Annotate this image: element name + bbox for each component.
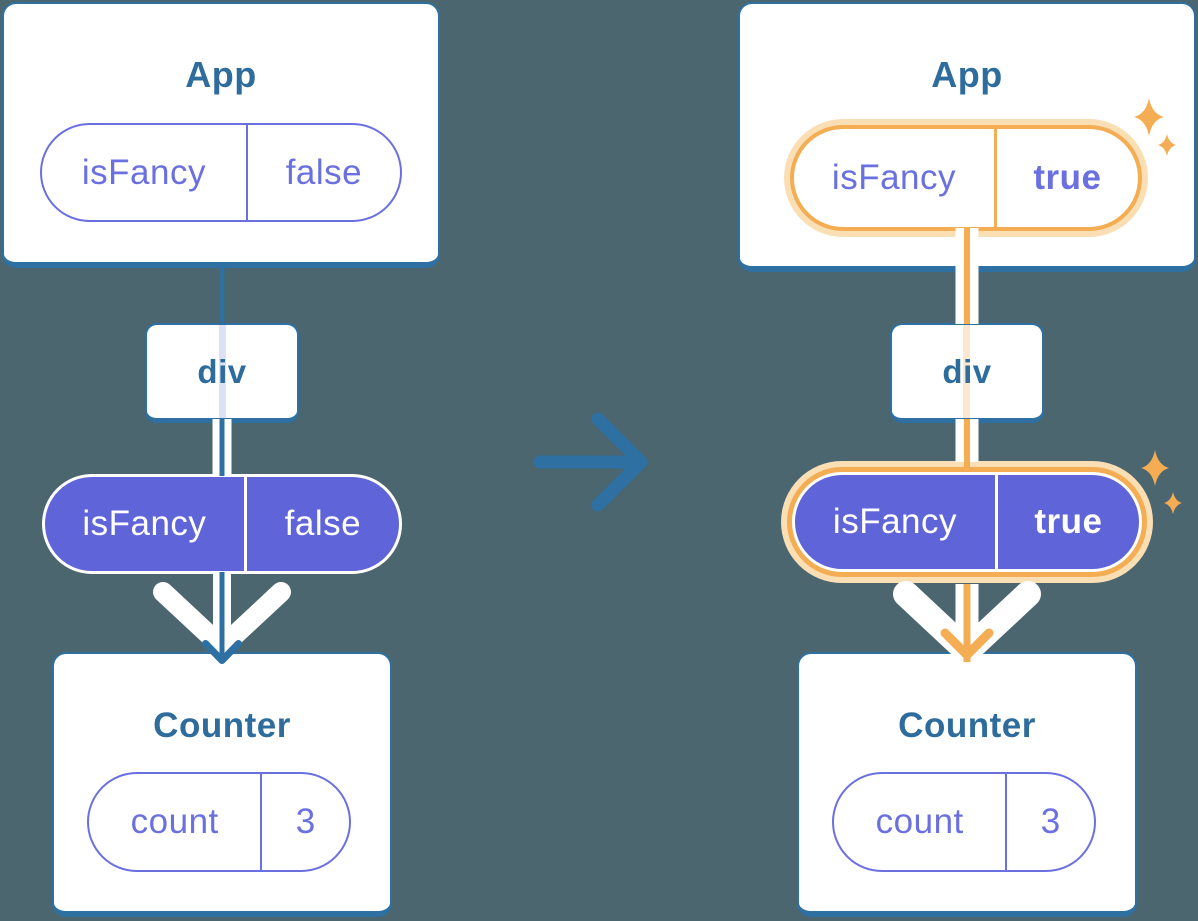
left-edge-app-to-div [219,264,225,325]
sparkle-icons-bottom [1141,450,1182,514]
right-div-state-line [963,325,970,418]
right-div-label: div [942,352,992,390]
right-app-state-pill-highlighted: isFancy true [790,125,1142,231]
right-prop-pill-highlighted: isFancy true [792,472,1142,572]
left-count-pill-name: count [89,774,263,870]
left-counter-card: Counter count 3 [52,652,392,917]
left-prop-pill-value: false [284,504,362,543]
right-counter-card: Counter count 3 [797,652,1137,917]
left-prop-pill: isFancy false [42,474,402,574]
left-div-box: div [145,323,299,423]
left-count-pill: count 3 [87,772,351,872]
right-app-title: App [931,54,1003,95]
left-white-chevron [153,582,291,657]
transition-arrow-icon [533,412,648,512]
right-prop-pill-value: true [1034,502,1103,541]
right-count-pill-name: count [834,774,1008,870]
right-edge-div-to-prop [955,419,979,471]
sparkle-icon [1164,492,1182,514]
left-div-label: div [197,352,247,390]
right-white-chevron [893,581,1041,664]
right-count-pill: count 3 [832,772,1096,872]
right-prop-arrow [893,581,1041,664]
left-div-state-line [219,325,226,418]
left-prop-arrow [153,572,291,664]
right-counter-title: Counter [898,706,1036,745]
right-count-pill-value: 3 [1040,802,1061,841]
left-edge-div-to-prop [212,419,232,476]
left-state-pill-name: isFancy [42,125,248,220]
left-app-state-pill: isFancy false [40,123,402,222]
left-count-pill-value: 3 [295,802,316,841]
left-state-pill-value: false [285,152,363,192]
sparkle-icon [1141,450,1169,486]
right-state-pill-name: isFancy [794,129,997,227]
right-state-pill-value: true [1033,158,1102,197]
left-app-title: App [185,54,257,95]
right-prop-pill-name: isFancy [795,475,998,569]
right-div-box: div [890,323,1044,423]
left-counter-title: Counter [153,706,291,745]
left-prop-pill-name: isFancy [45,477,247,571]
